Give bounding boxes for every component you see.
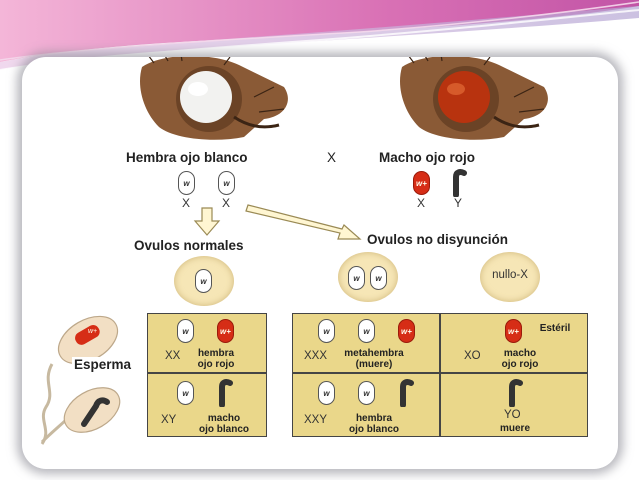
red-eyed-fly-illustration <box>399 57 548 140</box>
phenotype-yo: muere <box>499 423 530 434</box>
sperm-label: Esperma <box>72 357 134 372</box>
xx-ovule <box>338 252 398 302</box>
xx-ovule-chromosome-2: w <box>370 266 387 290</box>
genotype-xy: XY <box>161 414 177 426</box>
null-x-ovule <box>480 252 540 302</box>
female-parent-label: Hembra ojo blanco <box>126 150 248 165</box>
genotype-xxx: XXX <box>304 350 328 362</box>
male-chromosome-type-x: X <box>417 196 426 210</box>
genotype-xo: XO <box>464 350 481 362</box>
male-chromosome-type-y: Y <box>454 196 463 210</box>
down-arrow-icon <box>193 207 221 236</box>
female-chromosome-type-1: X <box>182 196 191 210</box>
genotype-yo: YO <box>504 409 521 421</box>
diagonal-arrow-icon <box>245 204 362 240</box>
sterile-note: Estéril <box>539 323 571 334</box>
diagram-frame: Hembra ojo blanco X Macho ojo rojo w w X… <box>22 57 618 469</box>
xy-y-chromosome-icon <box>219 379 233 407</box>
phenotype-xxx: metahembra (muere) <box>344 348 404 370</box>
xxy-chromosome-w-1: w <box>318 381 335 405</box>
offspring-box-xo <box>440 313 588 373</box>
female-x-chromosome-1: w <box>178 171 195 195</box>
normal-ovules-label: Ovulos normales <box>134 238 244 253</box>
white-eyed-fly-illustration <box>139 57 288 140</box>
xxx-chromosome-w-1: w <box>318 319 335 343</box>
null-x-label: nullo-X <box>492 269 528 281</box>
normal-ovule-chromosome: w <box>195 269 212 293</box>
male-parent-label: Macho ojo rojo <box>379 150 475 165</box>
phenotype-xx: hembra ojo rojo <box>197 348 235 370</box>
offspring-box-xx <box>147 313 267 373</box>
phenotype-xxy: hembra ojo blanco <box>349 413 399 435</box>
genotype-xxy: XXY <box>304 414 328 426</box>
male-x-chromosome: w+ <box>413 171 430 195</box>
sperm-red-allele: w+ <box>88 328 98 335</box>
genotype-xx: XX <box>165 350 181 362</box>
xx-chromosome-w: w <box>177 319 194 343</box>
xxx-chromosome-w-2: w <box>358 319 375 343</box>
phenotype-xo: macho ojo rojo <box>501 348 539 370</box>
xxy-chromosome-w-2: w <box>358 381 375 405</box>
cross-symbol: X <box>327 150 337 165</box>
nondisjunction-ovules-label: Ovulos no disyunción <box>367 232 509 247</box>
y-chromosome-icon <box>453 169 467 197</box>
female-chromosome-type-2: X <box>222 196 231 210</box>
female-x-chromosome-2: w <box>218 171 235 195</box>
phenotype-xy: macho ojo blanco <box>199 413 249 435</box>
xxx-chromosome-w-plus: w+ <box>398 319 415 343</box>
xy-chromosome-w: w <box>177 381 194 405</box>
xo-chromosome-w-plus: w+ <box>505 319 522 343</box>
xx-ovule-chromosome-1: w <box>348 266 365 290</box>
yo-y-chromosome-icon <box>509 379 523 407</box>
xx-chromosome-w-plus: w+ <box>217 319 234 343</box>
offspring-box-xxy <box>292 373 440 437</box>
offspring-box-xy <box>147 373 267 437</box>
sperm-illustrations <box>40 315 121 445</box>
xxy-y-chromosome-icon <box>400 379 414 407</box>
